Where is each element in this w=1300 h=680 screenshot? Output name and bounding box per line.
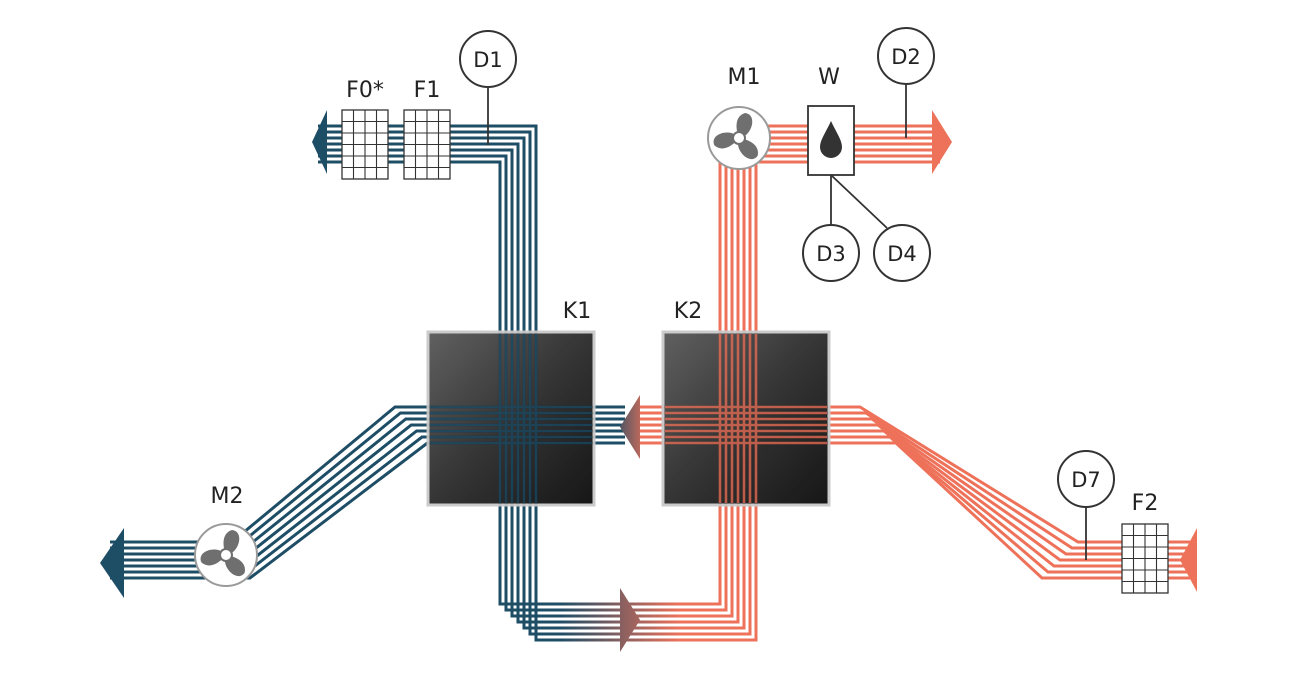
sensor-d1-circle	[459, 30, 517, 88]
sensor-d4-pointer	[830, 174, 888, 229]
fan-m2-label: M2	[211, 484, 244, 509]
sensor-d3-label: D3	[816, 242, 846, 266]
exchanger-k1-label: K1	[563, 299, 591, 324]
sensor-d3-circle	[802, 224, 860, 282]
arrow-icon	[100, 528, 124, 598]
filter-f2-label: F2	[1132, 491, 1159, 516]
sensor-d4-circle	[873, 224, 931, 282]
sensor-d1-label: D1	[473, 48, 503, 72]
arrow-icon	[620, 588, 640, 652]
sensor-d2-circle	[877, 27, 935, 85]
fan-m1-label: M1	[728, 65, 761, 90]
arrow-icon	[620, 395, 640, 459]
filter-f0-label: F0*	[346, 78, 384, 103]
arrow-icon	[932, 110, 952, 174]
filters	[341, 109, 1169, 594]
filter-grid-icon	[341, 109, 389, 180]
filter-grid-icon	[403, 109, 451, 180]
sensor-d7-circle	[1057, 450, 1115, 508]
humidifier-w-label: W	[818, 65, 840, 90]
water-drop-icon	[820, 121, 842, 158]
fan-m1-icon	[707, 106, 771, 170]
sensor-d4-label: D4	[887, 242, 917, 266]
exchanger-flow-overlay	[430, 334, 827, 503]
arrow-icon	[312, 110, 327, 174]
exchanger-k2-label: K2	[674, 299, 702, 324]
filter-grid-icon	[1121, 523, 1169, 594]
arrow-icon	[1180, 528, 1197, 592]
filter-f1-label: F1	[414, 78, 441, 103]
fan-m2-icon	[194, 523, 258, 587]
sensor-d2-label: D2	[891, 45, 921, 69]
sensor-d7-label: D7	[1071, 468, 1101, 492]
air-streams	[110, 124, 1190, 642]
